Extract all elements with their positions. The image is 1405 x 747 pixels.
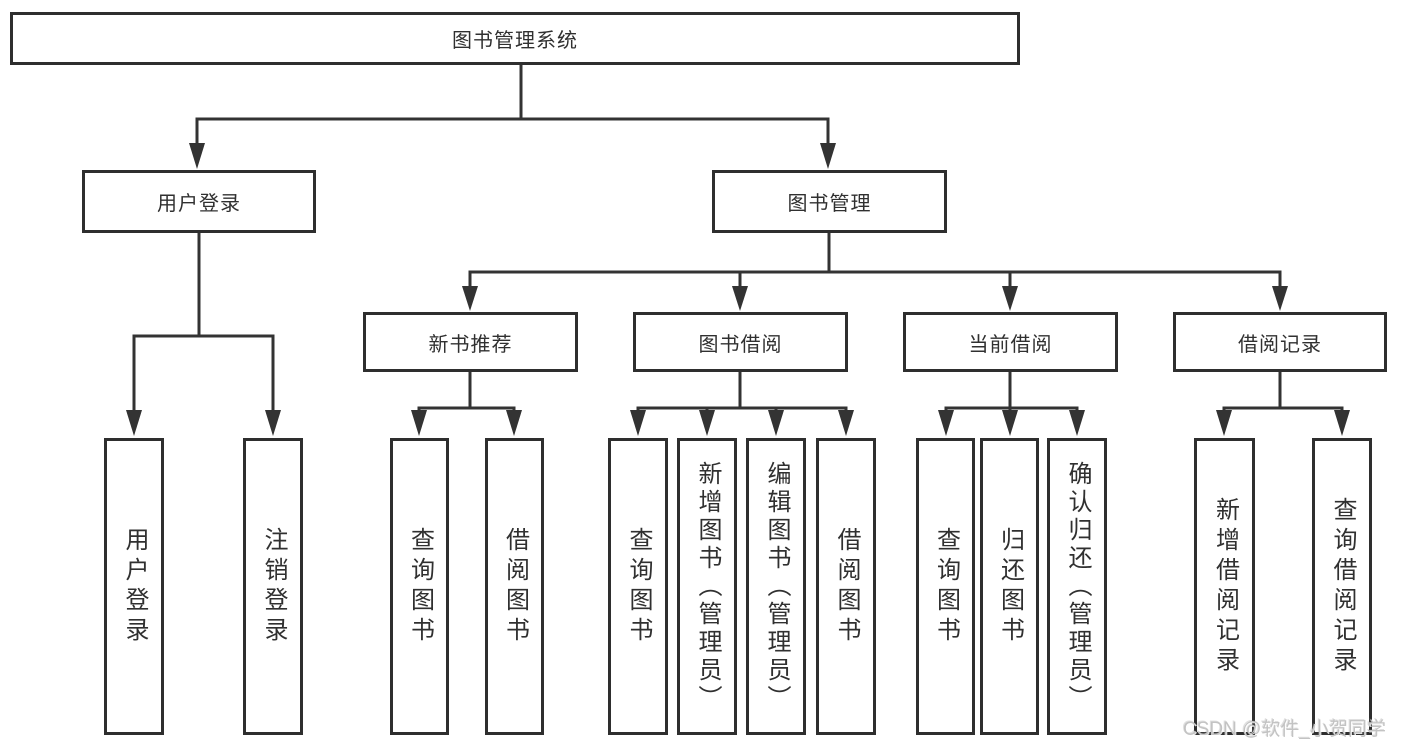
node-book-borrowing-label: 图书借阅: [698, 333, 783, 356]
arrowhead-icons: [126, 143, 1350, 436]
node-book-borrowing: 图书借阅: [633, 312, 848, 372]
leaf-newbook-query-book: 查询图书: [390, 438, 449, 735]
leaf-newbook-query-book-label: 查询图书: [406, 526, 434, 647]
node-user-login: 用户登录: [82, 170, 316, 233]
node-new-book-recommendation-label: 新书推荐: [428, 333, 513, 356]
node-borrowing-records: 借阅记录: [1173, 312, 1387, 372]
leaf-records-query-borrow-record: 查询借阅记录: [1312, 438, 1372, 735]
leaf-current-return-book-label: 归还图书: [996, 526, 1024, 647]
leaf-borrowing-borrow-book: 借阅图书: [816, 438, 876, 735]
node-user-login-label: 用户登录: [157, 193, 241, 215]
leaf-logout: 注销登录: [243, 438, 303, 735]
node-borrowing-records-label: 借阅记录: [1238, 333, 1322, 356]
leaf-borrowing-add-book-admin: 新增图书（管理员）: [677, 438, 737, 735]
leaf-logout-label: 注销登录: [260, 526, 287, 647]
node-book-management-label: 图书管理: [787, 193, 872, 215]
leaf-borrowing-borrow-book-label: 借阅图书: [833, 526, 860, 647]
leaf-newbook-borrow-book-label: 借阅图书: [501, 526, 529, 647]
leaf-borrowing-add-book-admin-label: 新增图书（管理员）: [694, 460, 721, 713]
leaf-user-login: 用户登录: [104, 438, 164, 735]
leaf-records-add-borrow-record: 新增借阅记录: [1194, 438, 1255, 735]
node-library-management-system-label: 图书管理系统: [452, 30, 578, 52]
leaf-current-query-book-label: 查询图书: [932, 526, 960, 647]
leaf-current-confirm-return-admin-label: 确认归还（管理员）: [1064, 460, 1091, 713]
node-library-management-system: 图书管理系统: [10, 12, 1020, 65]
leaf-borrowing-query-book: 查询图书: [608, 438, 668, 735]
leaf-borrowing-edit-book-admin: 编辑图书（管理员）: [746, 438, 806, 735]
leaf-current-query-book: 查询图书: [916, 438, 975, 735]
leaf-borrowing-query-book-label: 查询图书: [625, 526, 652, 647]
leaf-current-confirm-return-admin: 确认归还（管理员）: [1047, 438, 1107, 735]
node-new-book-recommendation: 新书推荐: [363, 312, 578, 372]
leaf-user-login-label: 用户登录: [121, 526, 148, 647]
node-current-borrowing-label: 当前借阅: [968, 333, 1053, 356]
leaf-records-query-borrow-record-label: 查询借阅记录: [1329, 496, 1356, 677]
node-book-management: 图书管理: [712, 170, 947, 233]
leaf-borrowing-edit-book-admin-label: 编辑图书（管理员）: [763, 460, 790, 713]
node-current-borrowing: 当前借阅: [903, 312, 1118, 372]
leaf-current-return-book: 归还图书: [980, 438, 1039, 735]
leaf-records-add-borrow-record-label: 新增借阅记录: [1211, 496, 1239, 677]
leaf-newbook-borrow-book: 借阅图书: [485, 438, 544, 735]
